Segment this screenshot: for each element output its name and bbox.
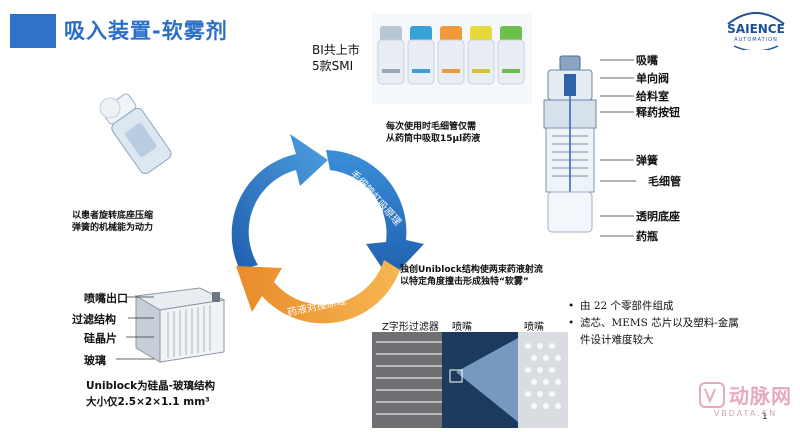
label-z-filter: Z字形过滤器 [382, 322, 439, 333]
chip-label-filter: 过滤结构 [72, 313, 116, 326]
inhaler-product-1 [377, 26, 405, 85]
device-label-cartridge: 药瓶 [636, 230, 658, 243]
cycle-arrow-liquid-collision [236, 260, 400, 324]
chip-label-silicon-wafer: 硅晶片 [84, 332, 117, 345]
watermark-text: 动脉网 [729, 384, 792, 408]
page-number: 1 [762, 412, 768, 422]
product-lineup-image [372, 14, 532, 104]
note-uniblock-line2: 以特定角度撞击形成独特“软雾” [400, 277, 529, 287]
label-nozzle-2: 喷嘴 [524, 322, 544, 333]
bullet-item-3: 件设计难度较大 [580, 334, 654, 346]
device-label-transparent-base: 透明底座 [636, 210, 680, 223]
note-capillary-line2: 从药筒中吸取15μl药液 [386, 134, 481, 144]
bi-note: BI共上市 5款SMI [312, 42, 360, 74]
note-uniblock: 独创Uniblock结构使两束药液射流 以特定角度撞击形成独特“软雾” [400, 264, 543, 288]
note-spring-line1: 以患者旋转底座压缩 [72, 211, 154, 221]
watermark-url: VBDATA.CN [713, 409, 778, 418]
note-spring: 以患者旋转底座压缩 弹簧的机械能为动力 [72, 210, 153, 234]
label-nozzle-1: 喷嘴 [452, 322, 472, 333]
note-spring-line2: 弹簧的机械能为动力 [72, 223, 154, 233]
device-leader-lines [600, 59, 636, 237]
microscope-images [372, 332, 568, 428]
chip-leader-lines [116, 296, 154, 360]
cycle-diagram: 压缩弹簧原理 毛细管虹吸原理 药液对撞原理 [231, 134, 424, 324]
device-cross-section-image [543, 55, 597, 233]
logo-subtitle: AUTOMATION [734, 37, 778, 43]
vb-logo-icon [699, 381, 725, 408]
device-label-release-button: 释药按钮 [636, 106, 680, 119]
chip-label-nozzle-outlet: 喷嘴出口 [84, 292, 128, 305]
title-accent-square [10, 14, 56, 48]
bullet-item-1: •由 22 个零部件组成 [568, 300, 674, 312]
device-label-capillary: 毛细管 [648, 175, 681, 188]
chip-caption-line1: Uniblock为硅晶-玻璃结构 [86, 380, 215, 392]
device-label-check-valve: 单向阀 [636, 72, 669, 85]
inhaler-product-4 [467, 26, 495, 85]
cycle-arrow-compress-spring [231, 134, 328, 270]
nozzle-array-micrograph [518, 332, 568, 428]
bullet-item-2: •滤芯、MEMS 芯片以及塑料-金属 [568, 317, 739, 329]
chip-caption-line2: 大小仅2.5×2×1.1 mm³ [86, 396, 210, 408]
bi-note-line2: 5款SMI [312, 59, 354, 73]
inhaler-product-5 [497, 26, 525, 85]
watermark: 动脉网 VBDATA.CN [699, 380, 792, 418]
bi-note-line1: BI共上市 [312, 43, 360, 57]
note-uniblock-line1: 独创Uniblock结构使两束药液射流 [400, 265, 543, 275]
nozzle-spray-micrograph [442, 332, 518, 428]
inhaler-product-3 [437, 26, 465, 85]
note-capillary: 每次使用时毛细管仅需 从药筒中吸取15μl药液 [386, 121, 480, 145]
device-label-spring: 弹簧 [636, 154, 658, 167]
device-label-dosing-chamber: 给料室 [636, 90, 669, 103]
bullet-list: •由 22 个零部件组成 •滤芯、MEMS 芯片以及塑料-金属 件设计难度较大 [568, 298, 739, 349]
rotating-base-inhaler-image [99, 93, 172, 174]
chip-label-glass: 玻璃 [84, 354, 106, 367]
logo-name: SAIENCE [727, 22, 785, 36]
uniblock-chip-image [134, 287, 226, 363]
company-logo: SAIENCE AUTOMATION [718, 6, 794, 52]
page-title: 吸入装置-软雾剂 [64, 19, 228, 43]
device-label-mouthpiece: 吸嘴 [636, 54, 658, 67]
note-capillary-line1: 每次使用时毛细管仅需 [386, 122, 477, 132]
cycle-arrow-capillary-siphon [326, 150, 424, 280]
inhaler-product-2 [407, 26, 435, 85]
